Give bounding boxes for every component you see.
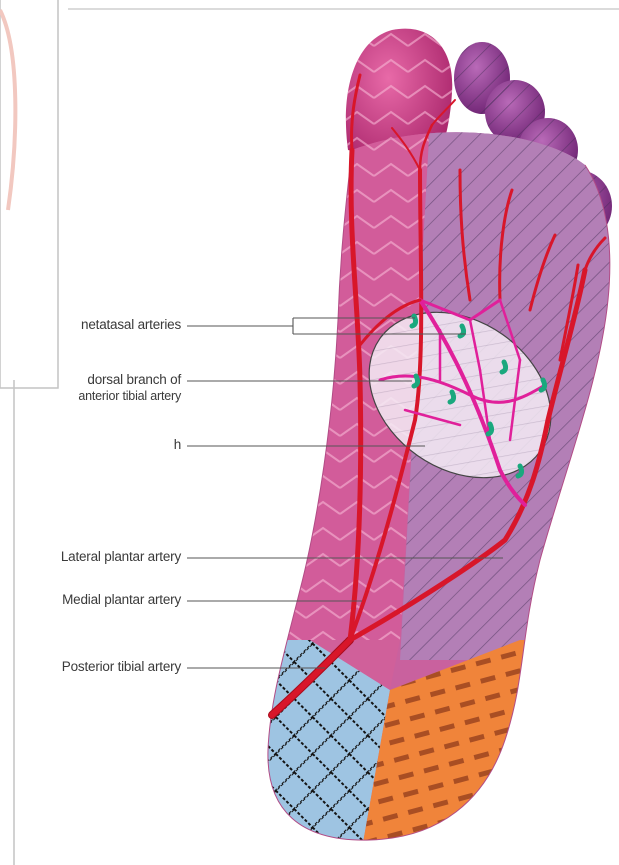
label-posterior-tibial-artery: Posterior tibial artery (18, 659, 181, 674)
sole (250, 120, 619, 860)
label-h: h (28, 437, 181, 452)
label-medial-plantar-artery: Medial plantar artery (18, 592, 181, 607)
label-metatarsal-arteries: netatasal arteries (28, 317, 181, 332)
label-dorsal-branch-line2: anterior tibial artery (28, 389, 181, 403)
label-dorsal-branch-line1: dorsal branch of (28, 372, 181, 387)
label-lateral-plantar-artery: Lateral plantar artery (18, 549, 181, 564)
